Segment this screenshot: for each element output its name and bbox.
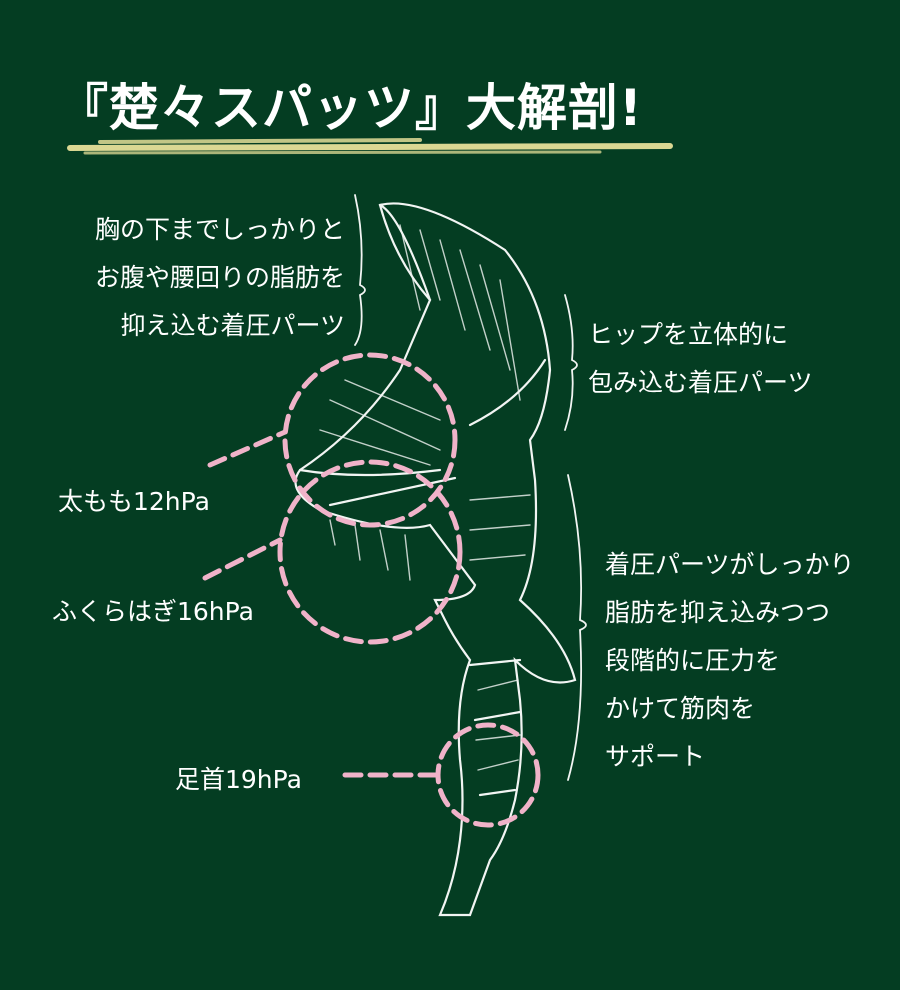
calf-marker-circle — [277, 459, 463, 645]
spats-sketch — [294, 194, 587, 917]
description-line: ヒップを立体的に — [588, 320, 789, 349]
description-line: 胸の下までしっかりと — [94, 215, 345, 244]
ankle-marker-circle — [435, 722, 541, 828]
description-line: 着圧パーツがしっかり — [605, 550, 855, 579]
description-line: お腹や腰回りの脂肪を — [94, 263, 345, 292]
page-title: 『楚々スパッツ』大解剖! — [58, 79, 643, 137]
description-line: 抑え込む着圧パーツ — [120, 311, 345, 340]
thigh-leader-line — [207, 429, 288, 468]
calf-pressure-label: ふくらはぎ16hPa — [52, 597, 254, 626]
support-description: 着圧パーツがしっかり 脂肪を抑え込みつつ 段階的に圧力を かけて筋肉を サポート — [605, 541, 855, 781]
title-underline — [67, 138, 673, 155]
calf-leader-line — [202, 537, 283, 581]
hip-description: ヒップを立体的に 包み込む着圧パーツ — [588, 311, 813, 407]
description-line: サポート — [605, 742, 706, 771]
description-line: 脂肪を抑え込みつつ — [605, 598, 831, 627]
description-line: かけて筋肉を — [605, 694, 756, 723]
thigh-marker-circle — [282, 352, 458, 528]
upper-compression-description: 胸の下までしっかりと お腹や腰回りの脂肪を 抑え込む着圧パーツ — [95, 206, 345, 350]
thigh-pressure-label: 太もも12hPa — [58, 487, 210, 516]
ankle-pressure-label: 足首19hPa — [175, 765, 302, 794]
description-line: 包み込む着圧パーツ — [588, 368, 813, 397]
description-line: 段階的に圧力を — [605, 646, 781, 675]
